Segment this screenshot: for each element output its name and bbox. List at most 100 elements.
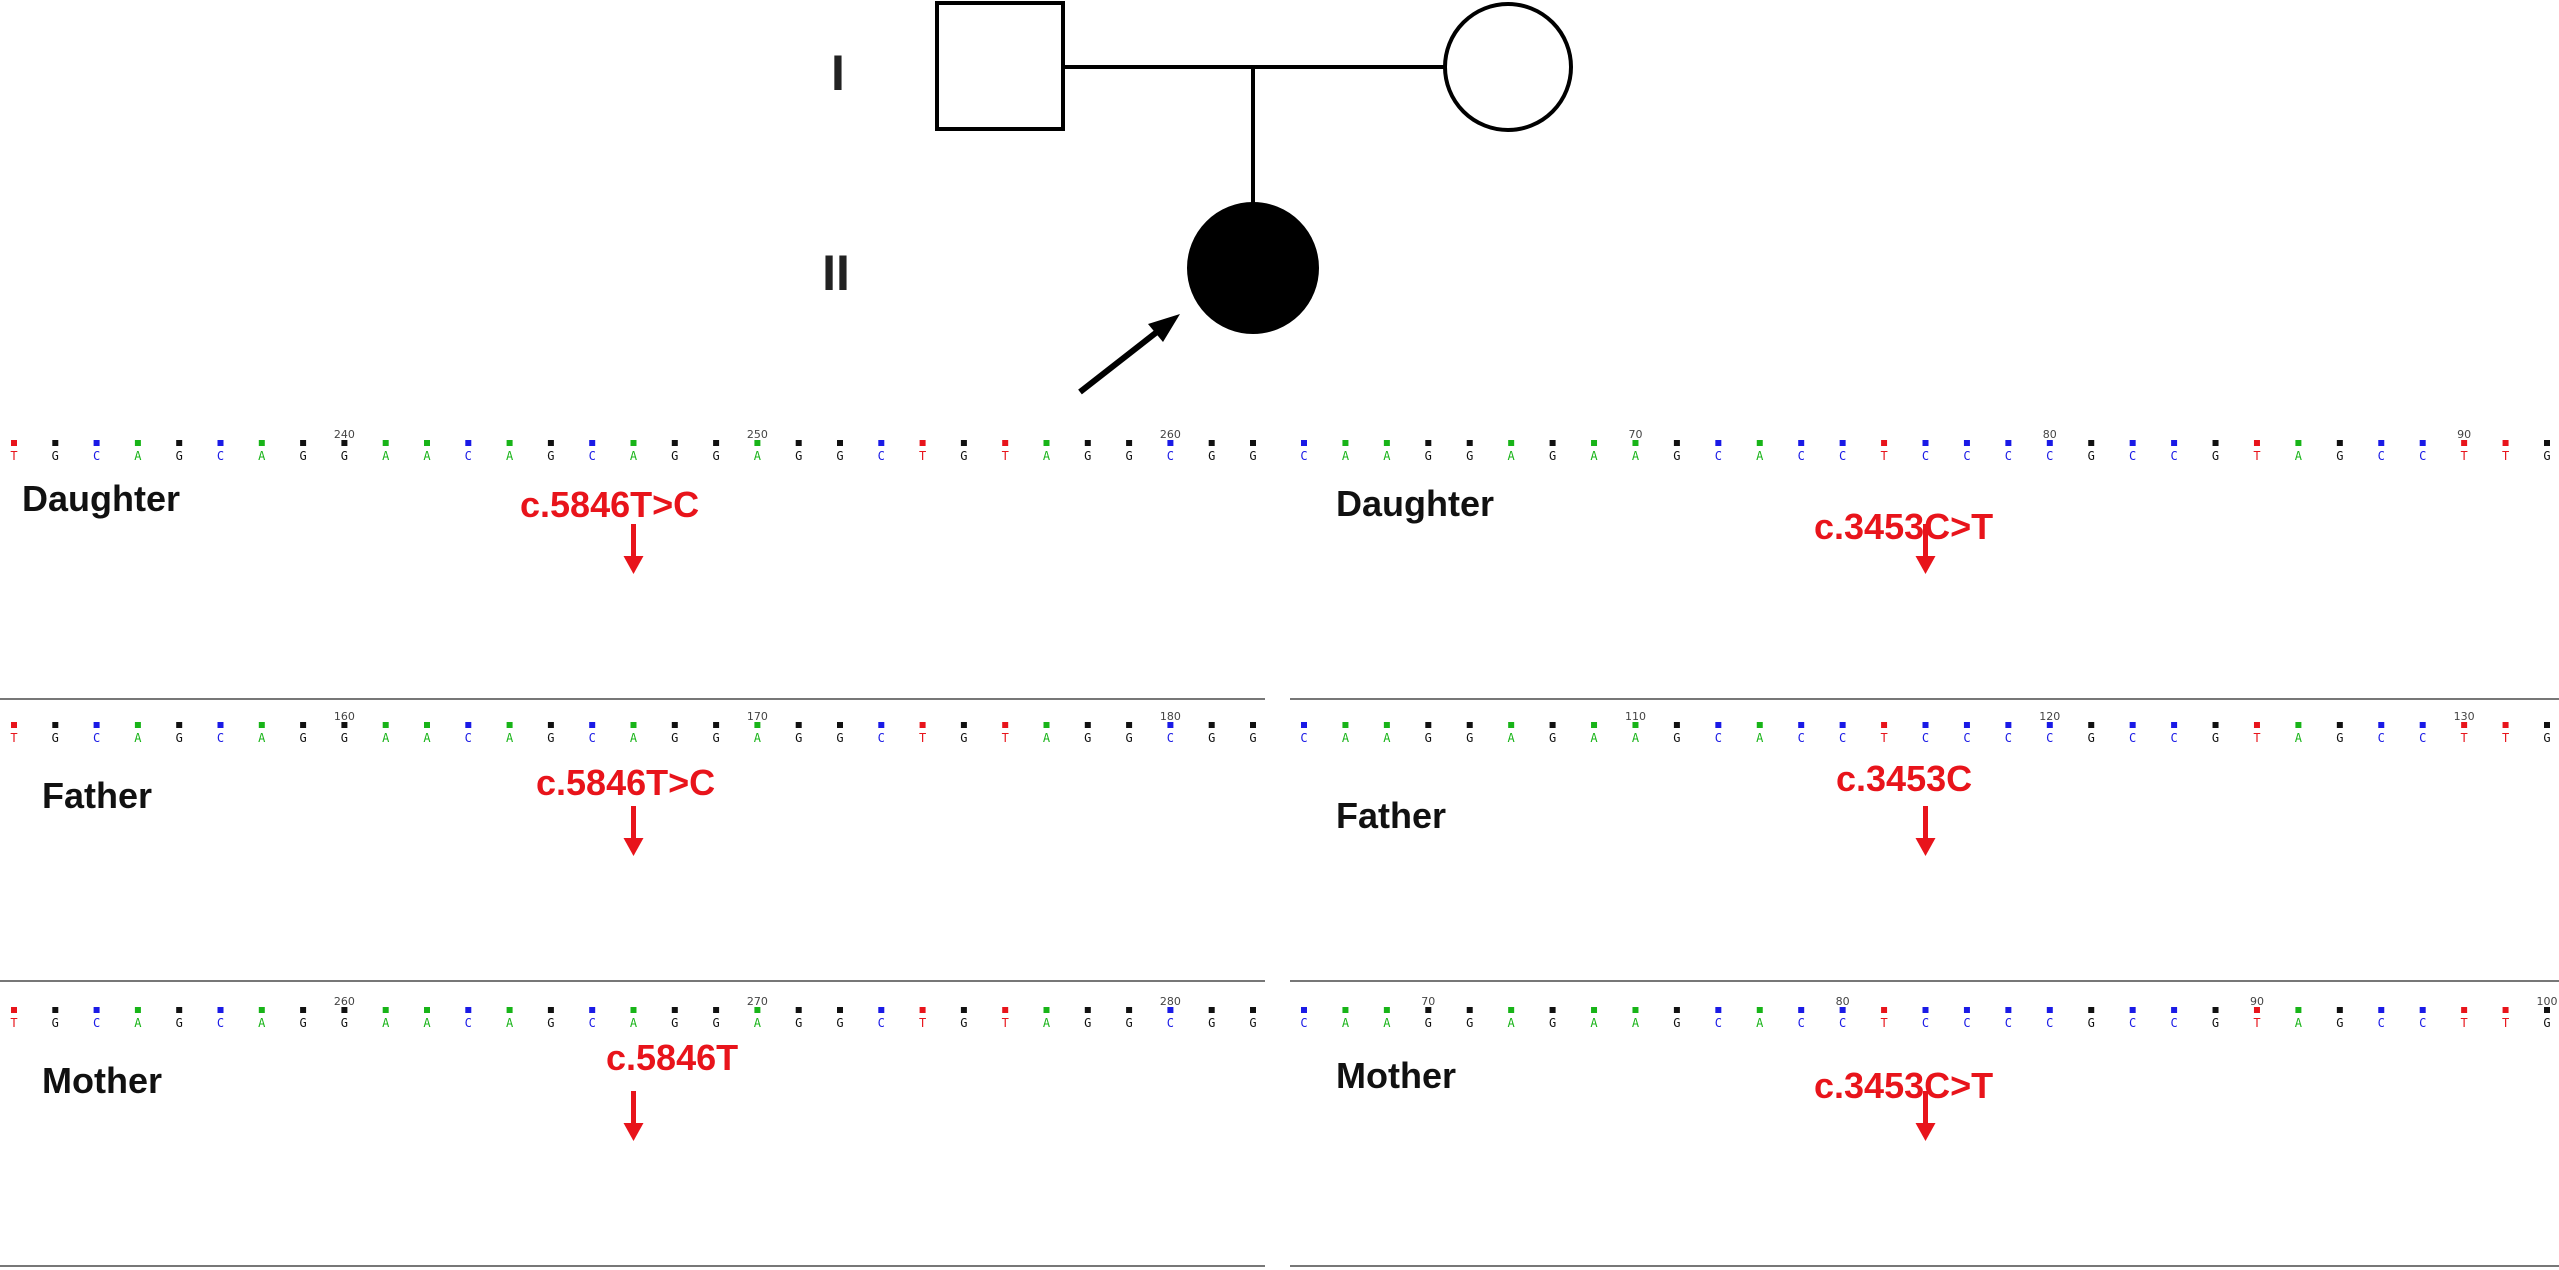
pedigree-diagram: I II — [822, 1, 1573, 395]
base-call-letter: T — [2461, 449, 2468, 463]
base-call-dot — [1756, 440, 1763, 446]
base-call-dot — [465, 1007, 472, 1013]
base-call-letter: G — [1208, 731, 1215, 745]
base-call-dot — [1208, 440, 1215, 446]
base-call-dot — [1508, 440, 1515, 446]
base-call-letter: T — [10, 1016, 17, 1030]
base-call-letter: A — [1590, 731, 1598, 745]
base-call-letter: G — [2336, 449, 2343, 463]
base-call-letter: T — [10, 449, 17, 463]
base-call-letter: G — [960, 1016, 967, 1030]
base-call-letter: G — [1249, 449, 1256, 463]
base-call-letter: G — [836, 449, 843, 463]
base-call-dot — [589, 722, 596, 728]
base-call-letter: G — [299, 449, 306, 463]
base-call-dot — [837, 440, 843, 446]
base-call-letter: T — [1002, 1016, 1009, 1030]
base-call-dot — [2171, 1007, 2178, 1013]
base-call-letter: C — [2005, 1016, 2012, 1030]
base-call-dot — [1167, 440, 1174, 446]
base-call-dot — [2005, 1007, 2012, 1013]
base-call-letter: G — [1466, 731, 1473, 745]
base-call-dot — [1002, 1007, 1009, 1013]
base-call-letter: G — [1084, 731, 1091, 745]
base-call-letter: T — [919, 731, 926, 745]
base-call-letter: A — [1508, 449, 1516, 463]
base-call-letter: A — [2295, 731, 2303, 745]
mother-symbol — [1443, 2, 1573, 132]
base-call-dot — [878, 722, 885, 728]
base-call-letter: C — [465, 449, 472, 463]
base-call-dot — [2212, 722, 2219, 728]
base-call-letter: C — [1839, 449, 1846, 463]
base-call-letter: G — [2212, 1016, 2219, 1030]
base-call-dot — [217, 440, 224, 446]
base-call-dot — [1466, 722, 1473, 728]
base-call-letter: G — [547, 1016, 554, 1030]
base-call-dot — [258, 722, 265, 728]
base-call-letter: G — [2336, 1016, 2343, 1030]
base-call-dot — [1632, 1007, 1639, 1013]
base-call-letter: G — [1549, 449, 1556, 463]
base-call-letter: A — [258, 449, 266, 463]
base-call-dot — [547, 722, 554, 728]
base-call-letter: G — [1673, 1016, 1680, 1030]
base-call-dot — [465, 722, 472, 728]
base-call-letter: G — [299, 1016, 306, 1030]
base-call-dot — [2502, 1007, 2509, 1013]
base-call-dot — [1167, 1007, 1174, 1013]
base-call-dot — [382, 1007, 389, 1013]
base-call-letter: A — [423, 449, 431, 463]
base-call-letter: A — [630, 1016, 638, 1030]
base-call-letter: T — [1002, 449, 1009, 463]
base-call-dot — [1250, 722, 1256, 728]
variant-arrowhead — [1915, 556, 1936, 574]
position-tick-label: 180 — [1160, 710, 1181, 723]
base-call-letter: A — [134, 1016, 142, 1030]
base-call-dot — [2544, 1007, 2550, 1013]
base-call-dot — [1839, 440, 1846, 446]
base-call-dot — [2005, 440, 2012, 446]
mutation-label: c.5846T — [606, 1037, 739, 1078]
base-call-letter: C — [93, 731, 100, 745]
sample-label: Mother — [42, 1060, 162, 1101]
position-tick-label: 260 — [1160, 428, 1181, 441]
base-call-dot — [465, 440, 472, 446]
position-tick-label: 270 — [747, 995, 768, 1008]
base-call-dot — [2378, 440, 2385, 446]
base-call-letter: G — [1673, 449, 1680, 463]
base-call-letter: A — [1383, 1016, 1391, 1030]
base-call-letter: G — [1425, 1016, 1432, 1030]
base-call-letter: C — [93, 1016, 100, 1030]
base-call-letter: A — [1632, 449, 1640, 463]
base-call-letter: G — [1125, 731, 1132, 745]
base-call-dot — [754, 722, 761, 728]
base-call-dot — [1126, 440, 1133, 446]
base-call-dot — [2336, 440, 2343, 446]
base-call-dot — [1839, 1007, 1846, 1013]
base-call-letter: G — [2543, 731, 2550, 745]
base-call-dot — [2461, 722, 2468, 728]
position-tick-label: 90 — [2457, 428, 2471, 441]
base-call-dot — [1963, 722, 1970, 728]
base-call-letter: A — [1043, 1016, 1051, 1030]
base-call-letter: C — [1922, 731, 1929, 745]
base-call-letter: C — [1963, 449, 1970, 463]
base-call-letter: A — [134, 731, 142, 745]
base-call-dot — [2046, 440, 2053, 446]
mutation-label: c.3453C>T — [1814, 1065, 1994, 1106]
position-tick-label: 280 — [1160, 995, 1181, 1008]
base-call-dot — [506, 1007, 513, 1013]
base-call-letter: C — [465, 1016, 472, 1030]
base-call-dot — [1043, 722, 1050, 728]
base-call-dot — [300, 440, 307, 446]
base-call-letter: C — [2378, 1016, 2385, 1030]
base-call-dot — [795, 1007, 802, 1013]
base-call-dot — [1208, 1007, 1215, 1013]
base-call-letter: G — [341, 1016, 348, 1030]
base-call-dot — [424, 440, 430, 446]
base-call-letter: T — [10, 731, 17, 745]
base-call-dot — [52, 1007, 59, 1013]
sample-label: Father — [42, 775, 153, 816]
base-call-dot — [960, 440, 967, 446]
